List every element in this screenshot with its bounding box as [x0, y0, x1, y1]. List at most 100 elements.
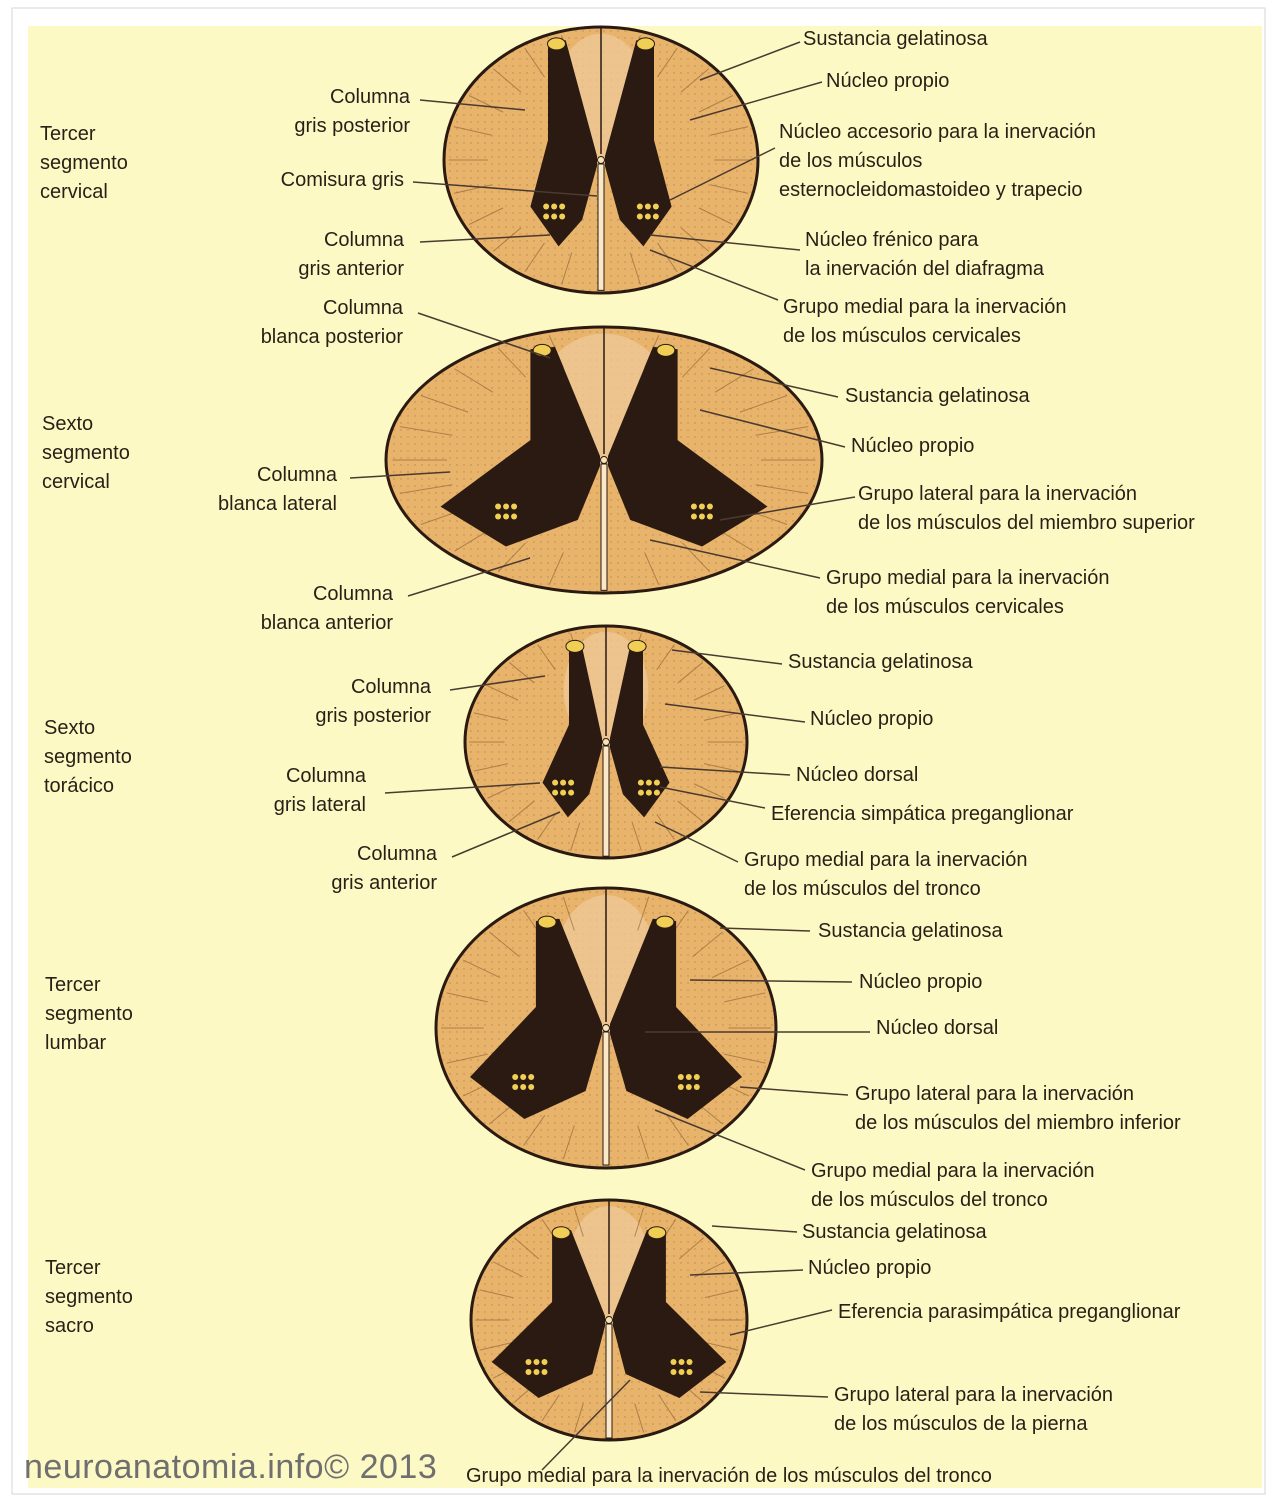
- motor-neuron-mark: [520, 1084, 526, 1090]
- label-columna-gris-anterior: Columnagris anterior: [290, 840, 437, 898]
- motor-neuron-mark: [691, 514, 697, 520]
- anterior-median-fissure: [601, 464, 607, 590]
- motor-neuron-mark: [686, 1084, 692, 1090]
- label-nucleo-propio: Núcleo propio: [808, 1254, 931, 1283]
- motor-neuron-mark: [646, 790, 652, 796]
- motor-neuron-mark: [541, 1369, 547, 1375]
- motor-neuron-mark: [503, 504, 509, 510]
- label-sustancia-gelatinosa: Sustancia gelatinosa: [845, 382, 1030, 411]
- motor-neuron-mark: [559, 214, 565, 220]
- motor-neuron-mark: [637, 204, 643, 210]
- motor-neuron-mark: [653, 214, 659, 220]
- label-grupo-medial-tronco-bottom: Grupo medial para la inervación de los m…: [466, 1465, 992, 1488]
- motor-neuron-mark: [568, 790, 574, 796]
- motor-neuron-mark: [551, 204, 557, 210]
- motor-neuron-mark: [637, 214, 643, 220]
- motor-neuron-mark: [511, 514, 517, 520]
- motor-neuron-mark: [687, 1369, 693, 1375]
- central-canal: [603, 739, 610, 746]
- motor-neuron-mark: [645, 214, 651, 220]
- label-nucleo-accesorio: Núcleo accesorio para la inervaciónde lo…: [779, 118, 1096, 205]
- sustancia-gelatinosa-mark: [547, 38, 565, 50]
- label-nucleo-propio: Núcleo propio: [851, 432, 974, 461]
- motor-neuron-mark: [541, 1359, 547, 1365]
- motor-neuron-mark: [533, 1359, 539, 1365]
- motor-neuron-mark: [654, 790, 660, 796]
- label-sustancia-gelatinosa: Sustancia gelatinosa: [818, 917, 1003, 946]
- central-canal: [601, 457, 608, 464]
- motor-neuron-mark: [528, 1084, 534, 1090]
- segment-title-lumbar-3: Tercersegmentolumbar: [45, 971, 133, 1058]
- motor-neuron-mark: [525, 1359, 531, 1365]
- label-grupo-medial-tronco: Grupo medial para la inervaciónde los mú…: [744, 846, 1028, 904]
- label-nucleo-dorsal: Núcleo dorsal: [876, 1014, 998, 1043]
- motor-neuron-mark: [671, 1359, 677, 1365]
- motor-neuron-mark: [679, 1359, 685, 1365]
- motor-neuron-mark: [551, 214, 557, 220]
- motor-neuron-mark: [528, 1074, 534, 1080]
- motor-neuron-mark: [559, 204, 565, 210]
- sustancia-gelatinosa-mark: [656, 916, 674, 928]
- motor-neuron-mark: [679, 1369, 685, 1375]
- motor-neuron-mark: [511, 504, 517, 510]
- motor-neuron-mark: [560, 780, 566, 786]
- motor-neuron-mark: [678, 1084, 684, 1090]
- motor-neuron-mark: [707, 514, 713, 520]
- label-columna-blanca-posterior: Columnablanca posterior: [220, 294, 403, 352]
- segment-title-thoracic-6: Sextosegmentotorácico: [44, 714, 132, 801]
- motor-neuron-mark: [512, 1084, 518, 1090]
- motor-neuron-mark: [699, 504, 705, 510]
- motor-neuron-mark: [646, 780, 652, 786]
- motor-neuron-mark: [638, 790, 644, 796]
- motor-neuron-mark: [707, 504, 713, 510]
- sustancia-gelatinosa-mark: [637, 38, 655, 50]
- label-sustancia-gelatinosa: Sustancia gelatinosa: [802, 1218, 987, 1247]
- motor-neuron-mark: [671, 1369, 677, 1375]
- label-grupo-medial-tronco: Grupo medial para la inervaciónde los mú…: [811, 1157, 1095, 1215]
- watermark: neuroanatomia.info© 2013: [24, 1448, 437, 1487]
- motor-neuron-mark: [520, 1074, 526, 1080]
- motor-neuron-mark: [678, 1074, 684, 1080]
- motor-neuron-mark: [699, 514, 705, 520]
- motor-neuron-mark: [525, 1369, 531, 1375]
- motor-neuron-mark: [533, 1369, 539, 1375]
- central-canal: [606, 1317, 613, 1324]
- label-sustancia-gelatinosa: Sustancia gelatinosa: [803, 25, 988, 54]
- motor-neuron-mark: [638, 780, 644, 786]
- motor-neuron-mark: [645, 204, 651, 210]
- central-canal: [598, 157, 605, 164]
- motor-neuron-mark: [503, 514, 509, 520]
- anterior-median-fissure: [606, 1324, 612, 1438]
- label-columna-gris-posterior: Columnagris posterior: [250, 83, 410, 141]
- label-nucleo-propio: Núcleo propio: [810, 705, 933, 734]
- sustancia-gelatinosa-mark: [566, 640, 584, 652]
- label-columna-gris-lateral: Columnagris lateral: [230, 762, 366, 820]
- label-eferencia-parasimpatica: Eferencia parasimpática preganglionar: [838, 1298, 1180, 1327]
- motor-neuron-mark: [543, 204, 549, 210]
- motor-neuron-mark: [694, 1084, 700, 1090]
- motor-neuron-mark: [654, 780, 660, 786]
- anterior-median-fissure: [603, 1032, 609, 1165]
- anterior-median-fissure: [603, 746, 609, 856]
- central-canal: [603, 1025, 610, 1032]
- sustancia-gelatinosa-mark: [533, 344, 551, 356]
- label-sustancia-gelatinosa: Sustancia gelatinosa: [788, 648, 973, 677]
- segment-title-cervical-6: Sextosegmentocervical: [42, 410, 130, 497]
- sustancia-gelatinosa-mark: [648, 1227, 666, 1239]
- sustancia-gelatinosa-mark: [552, 1227, 570, 1239]
- sustancia-gelatinosa-mark: [657, 344, 675, 356]
- label-nucleo-propio: Núcleo propio: [826, 67, 949, 96]
- label-columna-gris-anterior: Columnagris anterior: [250, 226, 404, 284]
- motor-neuron-mark: [686, 1074, 692, 1080]
- sustancia-gelatinosa-mark: [538, 916, 556, 928]
